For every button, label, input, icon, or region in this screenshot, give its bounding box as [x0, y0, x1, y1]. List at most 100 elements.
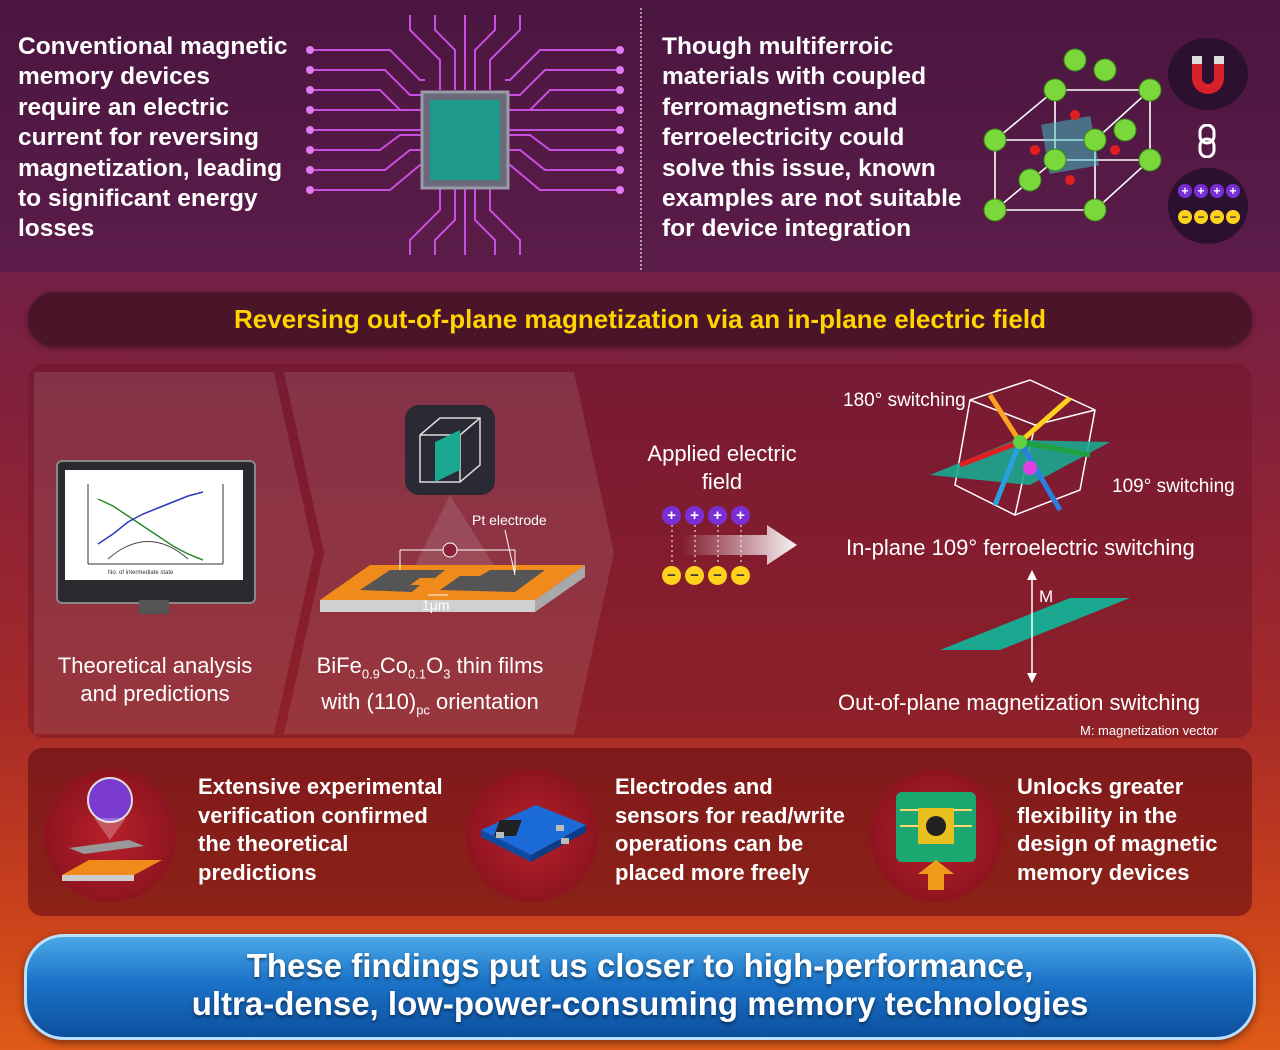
plus-charges: + + + +: [662, 506, 750, 525]
chip-circuit-illustration: [306, 15, 624, 255]
magnetization-plane-illustration: [940, 570, 1130, 683]
problem-line: require an electric: [18, 93, 230, 121]
finding-line: verification confirmed: [198, 802, 428, 828]
finding-line: Unlocks greater: [1017, 774, 1184, 799]
finding-line: Electrodes and: [615, 774, 773, 799]
flexibility-circle: [870, 770, 1002, 902]
finding-verification: Extensive experimental verification conf…: [198, 773, 468, 887]
m-label: M: [1039, 587, 1054, 606]
link-icon: [1194, 123, 1220, 159]
orientation-line: with (110)pc orientation: [290, 688, 570, 724]
thin-film-illustration: [320, 405, 585, 612]
formula-sub: 0.9: [361, 666, 380, 682]
chart-x-label: No. of intermediate state: [108, 570, 174, 576]
problem-line: current for reversing: [18, 124, 259, 152]
minus-charge-icon: −: [731, 566, 750, 585]
ferroelectric-switching-illustration: [930, 379, 1110, 516]
outofplane-switching-label: Out-of-plane magnetization switching: [838, 690, 1200, 715]
plus-charge-icon: +: [662, 506, 681, 525]
finding-line: design of magnetic: [1017, 831, 1218, 856]
multiferroic-line: materials with coupled: [662, 63, 927, 91]
orientation-part: orientation: [429, 689, 539, 715]
switching-109-label: 109° switching: [1112, 476, 1235, 497]
plus-charge-icon: +: [1178, 184, 1192, 198]
applied-field-line: field: [701, 469, 743, 494]
banner-title: Reversing out-of-plane magnetization via…: [234, 303, 1046, 334]
field-arrow-icon: [671, 525, 797, 565]
finding-line: sensors for read/write: [615, 802, 845, 828]
multiferroic-text: Though multiferroic materials with coupl…: [662, 32, 982, 245]
minus-charge-icon: −: [1178, 210, 1192, 224]
theoretical-label-line: and predictions: [80, 681, 230, 706]
pt-electrode-label: Pt electrode: [472, 512, 547, 528]
title-banner: Reversing out-of-plane magnetization via…: [28, 292, 1252, 346]
multiferroic-line: for device integration: [662, 215, 912, 243]
finding-line: flexibility in the: [1017, 802, 1178, 828]
finding-line: the theoretical: [198, 831, 349, 856]
plus-charge-icon: +: [1226, 184, 1240, 198]
prediction-chart: No. of intermediate state: [87, 484, 224, 576]
plus-charge-icon: +: [731, 506, 750, 525]
finding-line: predictions: [198, 859, 317, 885]
plus-charge-icon: +: [1210, 184, 1224, 198]
experiment-circle: [44, 770, 176, 902]
problem-line: memory devices: [18, 63, 211, 91]
conclusion-banner: These findings put us closer to high-per…: [24, 934, 1256, 1040]
problem-line: magnetization, leading: [18, 154, 283, 182]
charges-icon: + + + + − − − −: [1168, 168, 1248, 244]
formula-part: thin films: [450, 653, 544, 678]
plus-charge-icon: +: [708, 506, 727, 525]
multiferroic-line: solve this issue, known: [662, 154, 936, 182]
findings-panel: [28, 748, 1252, 916]
formula-sub: 3: [443, 666, 451, 682]
multiferroic-line: examples are not suitable: [662, 185, 962, 213]
plus-charge-icon: +: [1194, 184, 1208, 198]
orientation-sub: pc: [416, 702, 430, 718]
minus-charge-icon: −: [1194, 210, 1208, 224]
crystal-lattice-illustration: [983, 48, 1162, 222]
conclusion-line: These findings put us closer to high-per…: [246, 947, 1034, 984]
formula-part: BiFe: [316, 653, 362, 678]
inplane-switching-label: In-plane 109° ferroelectric switching: [846, 535, 1195, 560]
problem-line: to significant energy: [18, 185, 258, 213]
finding-line: placed more freely: [615, 859, 810, 885]
applied-field-label: Applied electric field: [632, 440, 812, 496]
formula-part: Co: [379, 653, 409, 678]
section-divider: [640, 8, 642, 270]
problem-line: Conventional magnetic: [18, 33, 288, 60]
multiferroic-line: ferromagnetism and: [662, 93, 898, 121]
multiferroic-line: Though multiferroic: [662, 33, 894, 60]
magnet-icon: [1168, 38, 1248, 110]
conclusion-line: ultra-dense, low-power-consuming memory …: [191, 985, 1089, 1022]
finding-line: memory devices: [1017, 859, 1190, 885]
thin-film-label: BiFe0.9Co0.1O3 thin films with (110)pc o…: [290, 652, 570, 725]
formula-part: O: [426, 653, 444, 678]
minus-charge-icon: −: [708, 566, 727, 585]
theoretical-label: Theoretical analysis and predictions: [40, 652, 270, 708]
finding-flexibility: Unlocks greater flexibility in the desig…: [1017, 773, 1247, 887]
finding-line: operations can be: [615, 831, 804, 856]
minus-charge-icon: −: [662, 566, 681, 585]
theoretical-label-line: Theoretical analysis: [57, 653, 253, 678]
minus-charges: − − − −: [662, 566, 750, 585]
monitor-illustration: No. of intermediate state: [56, 460, 256, 614]
magnetization-vector-note: M: magnetization vector: [1080, 723, 1219, 738]
formula-line: BiFe0.9Co0.1O3 thin films: [290, 652, 570, 688]
switching-180-label: 180° switching: [843, 390, 966, 411]
scale-label: 1μm: [422, 597, 450, 613]
formula-sub: 0.1: [408, 666, 427, 682]
chip-flexibility-icon: [896, 792, 976, 890]
circuit-board-circle: [466, 770, 598, 902]
experiment-icon: [62, 777, 162, 881]
plus-charge-icon: +: [685, 506, 704, 525]
circuit-board-icon: [481, 805, 586, 862]
minus-charge-icon: −: [685, 566, 704, 585]
orientation-part: with (110): [321, 689, 417, 715]
minus-charge-icon: −: [1226, 210, 1240, 224]
minus-charge-icon: −: [1210, 210, 1224, 224]
finding-electrodes: Electrodes and sensors for read/write op…: [615, 773, 875, 887]
applied-field-line: Applied electric: [647, 441, 797, 466]
finding-line: Extensive experimental: [198, 774, 443, 799]
multiferroic-line: ferroelectricity could: [662, 124, 905, 152]
problem-text: Conventional magnetic memory devices req…: [18, 32, 308, 245]
